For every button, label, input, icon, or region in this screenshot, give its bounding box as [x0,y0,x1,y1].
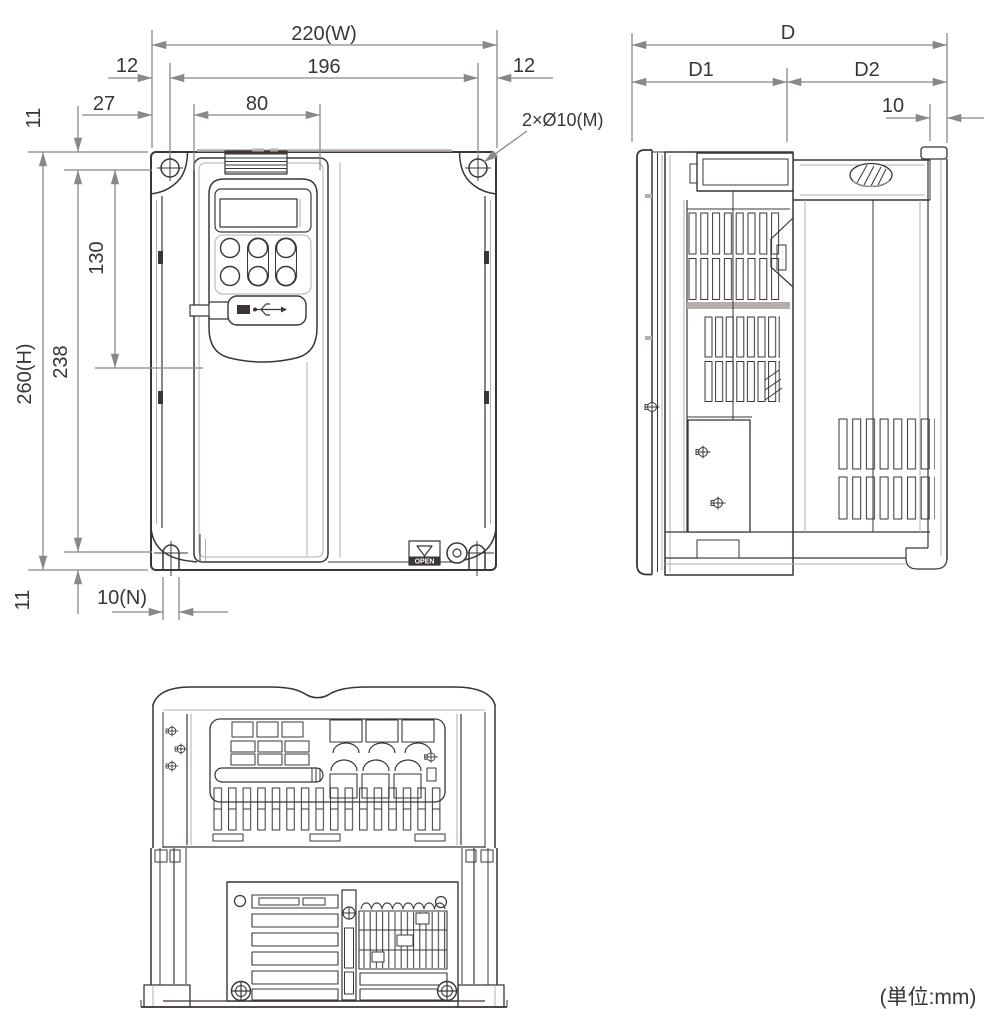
side-vent-upper [688,212,783,300]
dim-keypad-width: 80 [246,93,268,115]
usb-icon [253,303,287,316]
side-top-handle [689,152,794,192]
bottom-side-screw-3 [165,760,179,772]
terminal-block-area [209,718,446,803]
dim-top-hole-offset: 11 [23,108,45,129]
open-label: OPEN [408,540,441,566]
plate-screw-right [436,980,458,1002]
cover-screw [446,542,468,564]
mounting-hole-leader [483,130,528,163]
fan-grille [358,902,448,1001]
dim-total-width: 220(W) [291,23,357,45]
mounting-hole-top-right [465,155,491,181]
bottom-side-screw-2 [174,743,188,755]
side-lower-panel [687,419,751,533]
mounting-hole-top-left [157,155,183,181]
bottom-top-edge [152,686,496,706]
fan-plate [226,881,459,1002]
side-vent-lower [704,316,780,402]
dim-flange-thickness: 10 [882,95,904,117]
usb-port [189,295,307,326]
dim-depth: D [781,22,795,44]
plate-screw-left [230,980,252,1002]
plate-slots [251,894,339,1001]
mounting-slot-bottom-left [154,541,188,576]
dim-mounting-height: 238 [50,345,72,378]
heatsink-top [793,159,931,201]
heatsink-fins-lower [838,476,935,520]
label-mounting-holes: 2×Ø10(M) [522,110,604,130]
rear-flange [905,146,948,570]
dim-offset-left: 12 [116,55,138,77]
side-dimensions: D D1 D2 10 [631,22,984,143]
dim-depth-rear: D2 [854,59,880,81]
bottom-vent-slots [213,787,446,831]
dim-slot-width: 10(N) [97,587,147,609]
front-right-trim [484,196,491,528]
bottom-side-screw-1 [165,725,179,737]
dim-keypad-height: 130 [86,241,108,274]
open-triangle-icon [416,545,433,557]
dim-offset-right: 12 [513,55,535,77]
plate-center-strip [341,889,357,1001]
dim-bottom-hole-offset: 11 [12,590,34,611]
dim-total-height: 260(H) [14,343,36,404]
cover-latch [224,148,288,175]
dim-depth-front: D1 [688,59,714,81]
front-left-trim [156,196,163,528]
dim-mounting-width: 196 [307,56,340,78]
dim-keypad-offset: 27 [93,93,115,115]
lcd-display [219,198,298,228]
open-label-text: OPEN [415,559,435,566]
front-dimensions: 220(W) 196 12 12 27 80 11 260(H) 238 130… [12,23,604,620]
side-view [636,146,948,576]
bottom-view [140,686,508,1008]
keypad [208,178,318,363]
front-view: OPEN [150,148,497,576]
keypad-buttons [219,237,297,287]
units-note: (単位:mm) [880,986,977,1009]
heatsink-fins-upper [838,418,935,470]
side-front-cover [636,149,652,576]
